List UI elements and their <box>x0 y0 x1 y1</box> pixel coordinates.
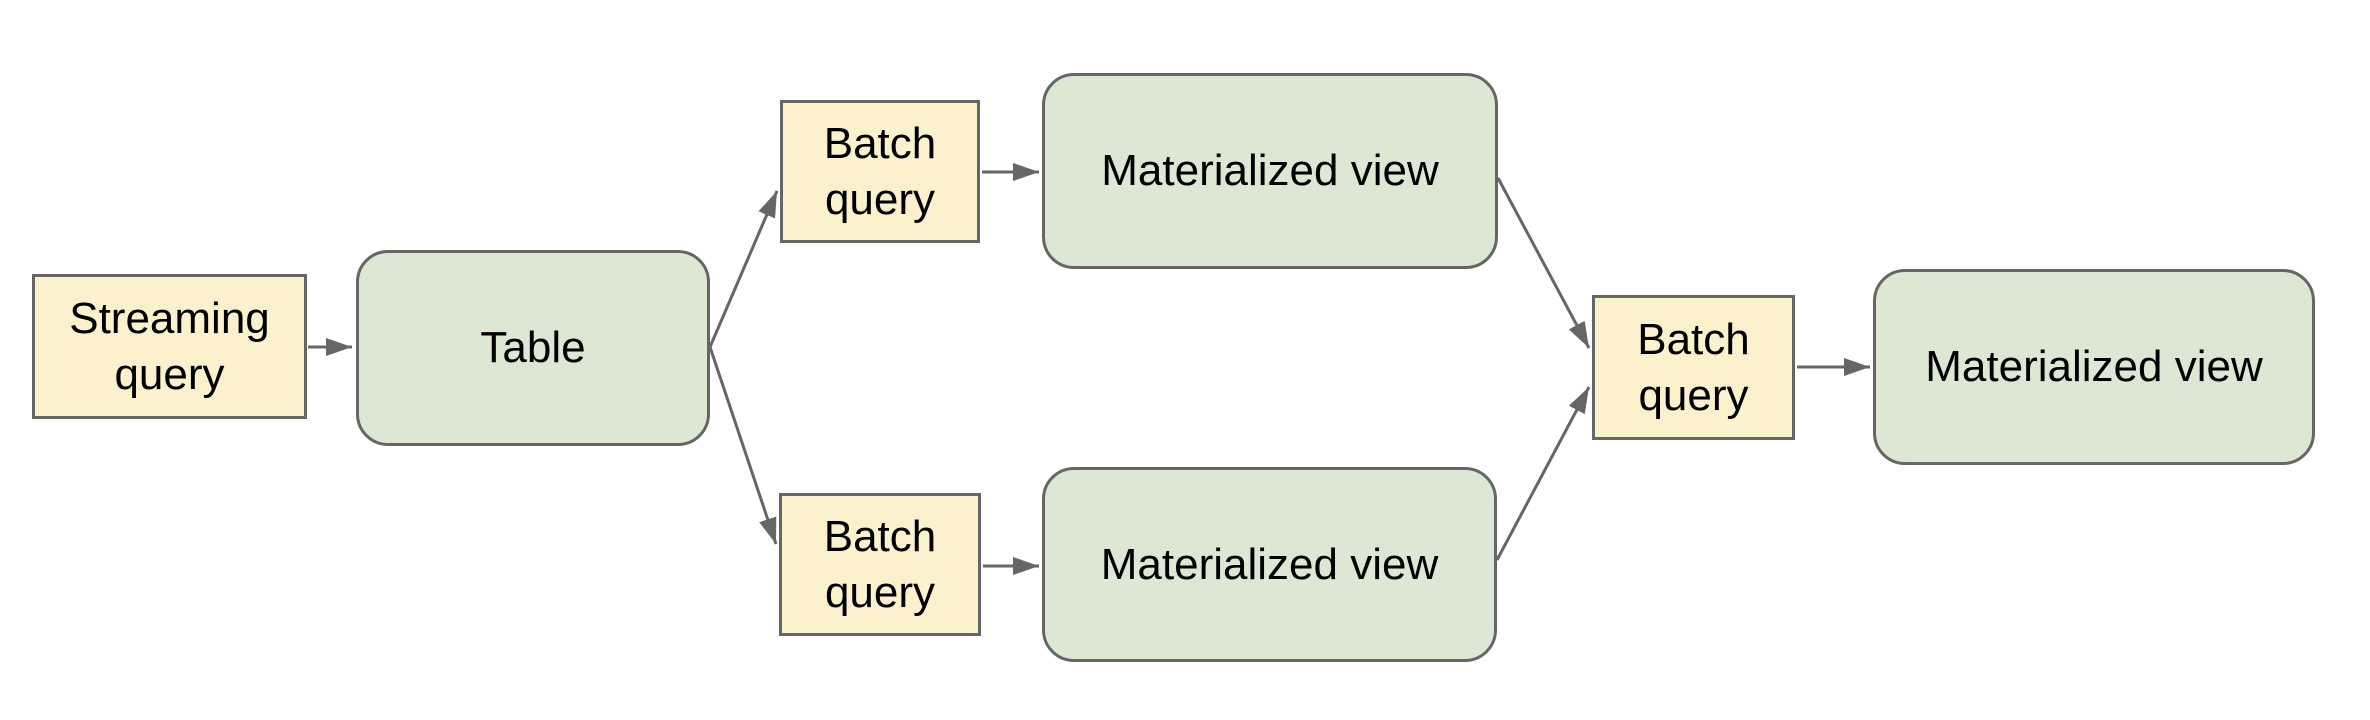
node-streaming-query: Streaming query <box>32 274 307 419</box>
node-streaming-query-label: Streaming query <box>69 293 270 399</box>
node-materialized-view-final: Materialized view <box>1873 269 2315 465</box>
edge-materialized-view-top-to-batch-query-final <box>1496 177 1591 349</box>
node-materialized-view-top: Materialized view <box>1042 73 1498 269</box>
node-batch-query-top-label: Batch query <box>823 118 937 224</box>
node-batch-query-final: Batch query <box>1592 295 1795 440</box>
node-batch-query-bottom-label: Batch query <box>823 511 937 617</box>
node-batch-query-top: Batch query <box>780 100 980 243</box>
node-materialized-view-bottom-label: Materialized view <box>1100 539 1439 589</box>
node-materialized-view-final-label: Materialized view <box>1925 342 2263 392</box>
node-batch-query-bottom: Batch query <box>779 493 981 636</box>
node-table-label: Table <box>480 323 586 373</box>
node-batch-query-final-label: Batch query <box>1637 314 1750 420</box>
node-table: Table <box>356 250 710 446</box>
edge-table-to-batch-query-top <box>708 190 779 348</box>
node-materialized-view-top-label: Materialized view <box>1101 146 1439 196</box>
node-materialized-view-bottom: Materialized view <box>1042 467 1497 662</box>
edge-table-to-batch-query-bottom <box>708 346 778 545</box>
edge-materialized-view-bottom-to-batch-query-final <box>1495 386 1591 561</box>
